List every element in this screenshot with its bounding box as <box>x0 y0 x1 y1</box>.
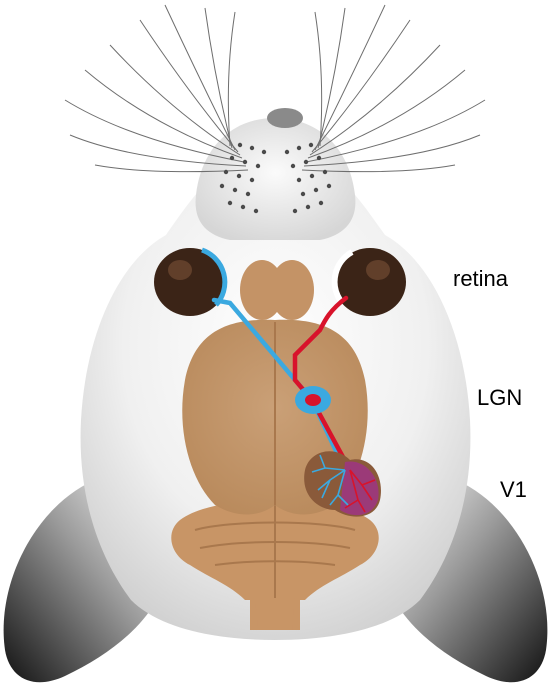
right-eye-icon <box>334 248 406 316</box>
label-retina: retina <box>453 268 508 290</box>
left-eye-icon <box>154 248 226 316</box>
lgn-icon <box>295 386 331 414</box>
label-lgn: LGN <box>477 387 522 409</box>
label-v1: V1 <box>500 479 527 501</box>
